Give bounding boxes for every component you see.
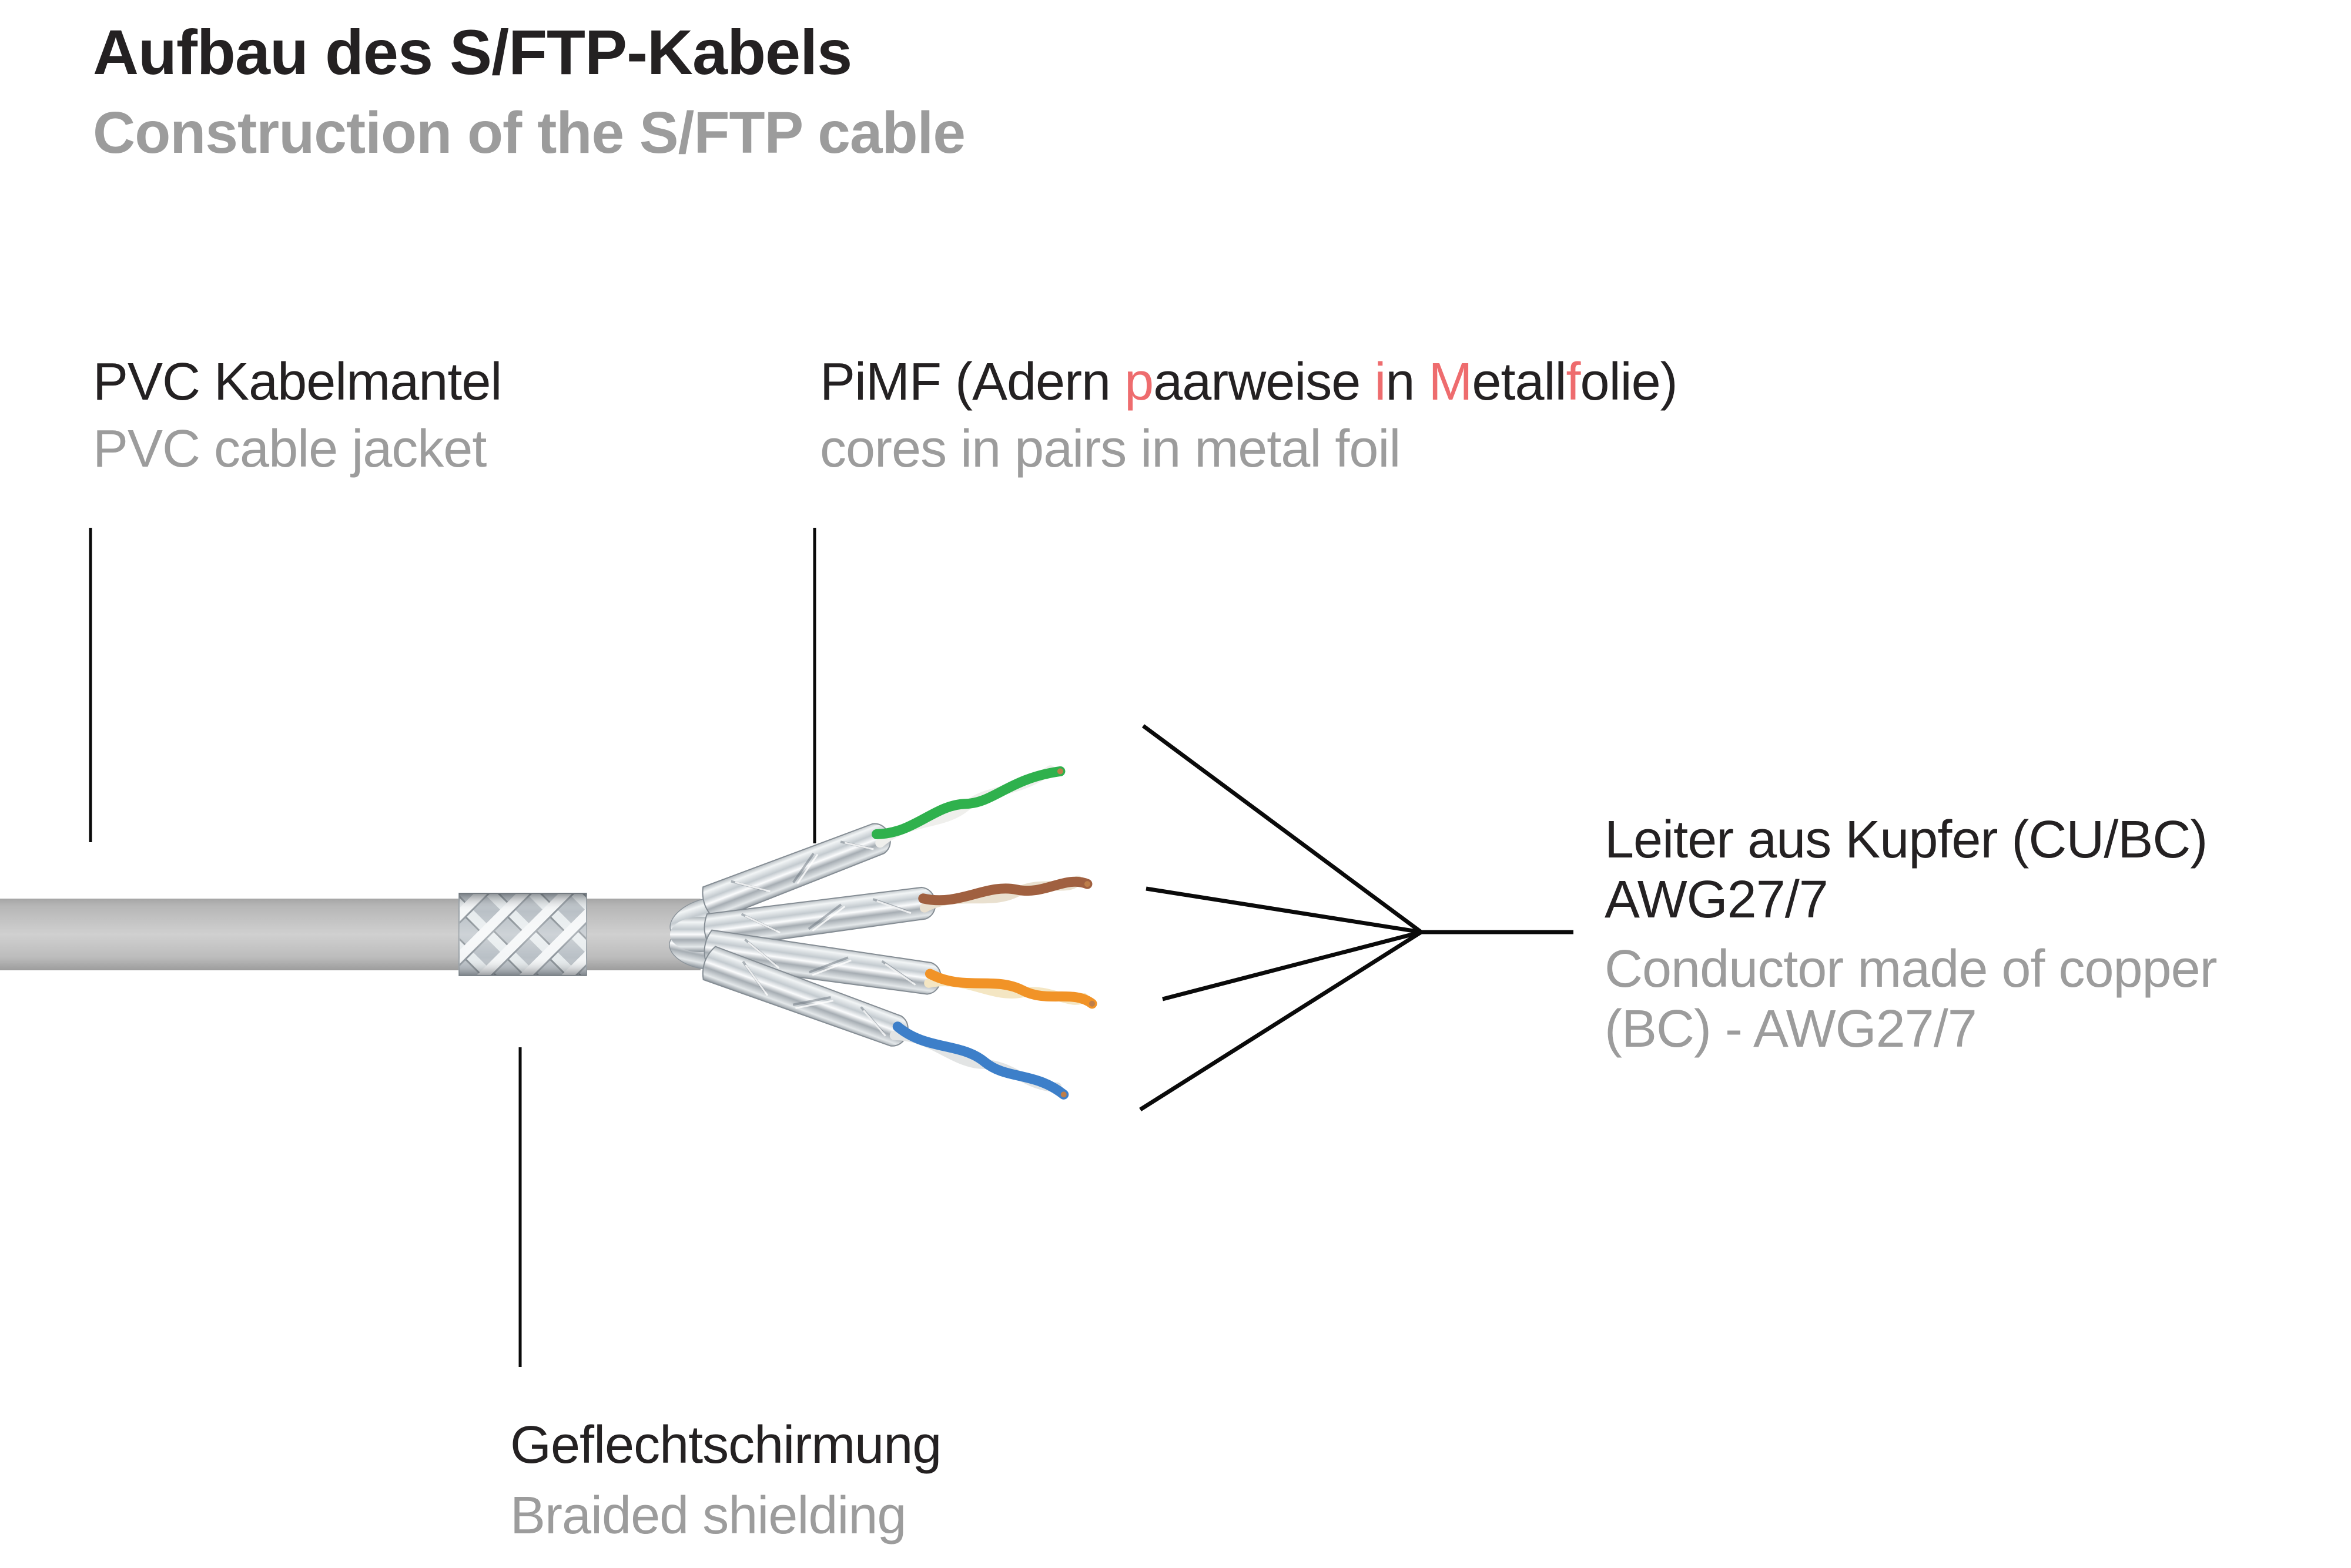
foil-pair-blue [702,946,1069,1100]
pimf-text-part: aarweise [1153,353,1375,411]
pimf-accent-letter: f [1566,353,1581,411]
copper-tip [1084,881,1090,887]
pair-foil-icon [704,886,936,950]
copper-tip [1089,1000,1096,1007]
braid-label: Geflechtschirmung Braided shielding [510,1410,942,1551]
jacket-label-en: PVC cable jacket [93,420,487,478]
pimf-text-part: PiMF (Adern [820,353,1125,411]
foil-pair-brown [704,876,1093,950]
fan-line-green [1141,724,1423,934]
pimf-label-de: PiMF (Adern paarweise in Metallfolie) [820,349,1678,416]
braid-label-de: Geflechtschirmung [510,1416,942,1475]
page-title: Aufbau des S/FTP-Kabels [93,16,852,88]
wire-orange [925,969,1097,1009]
wire-green [872,766,1066,839]
pimf-accent-letter: i [1374,353,1386,411]
pimf-text-part: n [1385,353,1429,411]
conductor-label-de-line2: AWG27/7 [1605,870,1828,929]
pimf-text-part: olie) [1580,353,1678,411]
header: Aufbau des S/FTP-Kabels Construction of … [93,16,966,166]
foil-pair-green [702,765,1066,921]
wire-blue [892,1021,1069,1100]
pointer-lines [89,528,1573,1367]
cable-jacket [0,899,701,970]
pair-foil-icon [704,929,942,995]
pair-foil-icon [702,823,891,921]
pimf-label-en: cores in pairs in metal foil [820,420,1401,478]
pimf-label: PiMF (Adern paarweise in Metallfolie) co… [820,349,1678,483]
jacket-label: PVC Kabelmantel PVC cable jacket [93,349,502,483]
copper-tip [1057,768,1063,775]
fan-line-orange [1162,930,1422,1001]
wire-brown [918,876,1093,906]
page-subtitle: Construction of the S/FTP cable [93,99,966,166]
copper-tip [1060,1091,1067,1098]
conductor-label-de-line1: Leiter aus Kupfer (CU/BC) [1605,810,2208,869]
pimf-accent-letter: p [1124,353,1154,411]
conductor-label-en-line2: (BC) - AWG27/7 [1605,1000,1977,1058]
fan-line-blue [1139,930,1422,1111]
pair-foil-icon [702,946,909,1047]
foil-pair-orange [704,929,1097,1009]
fan-line-brown [1146,886,1422,934]
conductor-label: Leiter aus Kupfer (CU/BC) AWG27/7 Conduc… [1605,810,2218,1059]
pimf-accent-letter: M [1428,353,1472,411]
pimf-text-part: etall [1472,353,1566,411]
braid-shield-section [458,893,587,976]
conductor-label-en-line1: Conductor made of copper [1605,940,2218,999]
braid-label-en: Braided shielding [510,1486,906,1545]
jacket-label-de: PVC Kabelmantel [93,353,502,411]
